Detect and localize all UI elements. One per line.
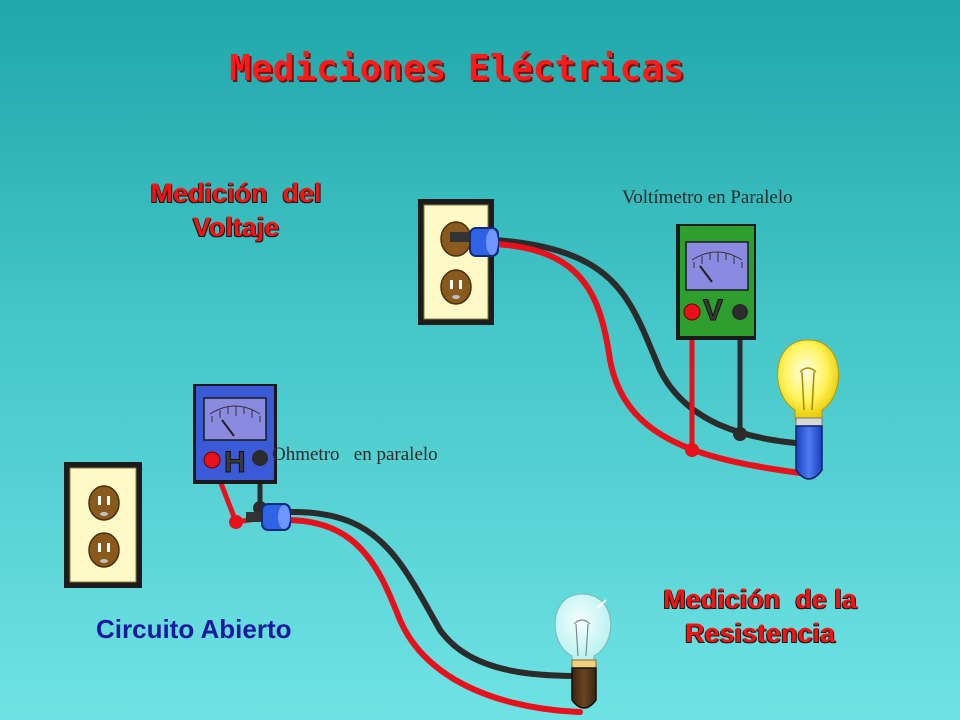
ohmmeter-note: Ohmetro en paralelo [272, 444, 438, 465]
plug-icon [246, 503, 291, 531]
resistance-heading-line2: Resistencia [684, 618, 836, 648]
voltmeter-note: Voltímetro en Paralelo [622, 187, 793, 208]
resistance-circuit-wires [209, 455, 583, 715]
page-title: Mediciones Eléctricas [229, 48, 685, 89]
wall-outlet-icon [418, 199, 494, 325]
voltage-circuit-wires [493, 237, 811, 477]
light-bulb-icon [777, 339, 839, 480]
wall-outlet-icon [64, 462, 142, 588]
voltage-heading-line2: Voltaje [192, 212, 280, 242]
voltmeter-letter: V [703, 294, 723, 327]
voltage-heading: Medición del Voltaje [96, 176, 376, 244]
resistance-heading: Medición de la Resistencia [600, 582, 920, 650]
voltmeter-icon: V [676, 224, 756, 340]
red-wire [493, 241, 811, 477]
plug-icon [450, 227, 499, 257]
black-wire [493, 237, 809, 447]
ohmmeter-letter: H [224, 446, 246, 479]
ohmmeter-icon: H [193, 384, 277, 484]
light-bulb-icon [554, 593, 612, 709]
black-wire [285, 508, 583, 679]
resistance-heading-line1: Medición de la [663, 584, 857, 614]
voltage-heading-line1: Medición del [150, 178, 322, 208]
open-circuit-label: Circuito Abierto [96, 614, 292, 644]
red-wire [283, 517, 583, 715]
